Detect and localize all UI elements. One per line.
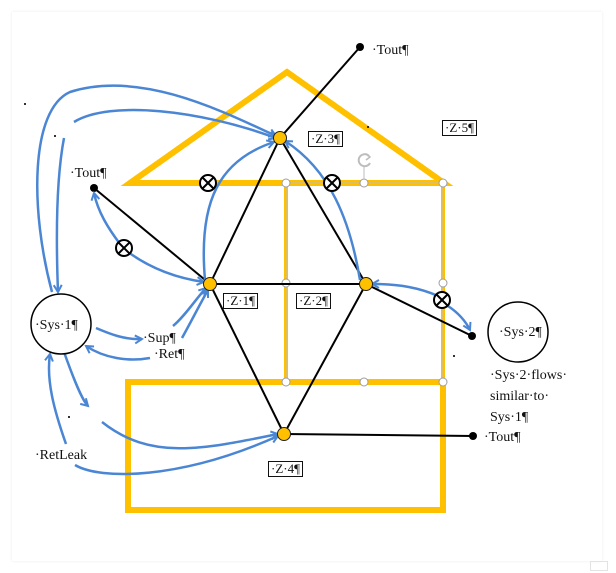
- selection-handle[interactable]: [438, 377, 448, 387]
- link-z4-tout: [283, 433, 474, 437]
- empty-paragraph-mark: [54, 135, 56, 137]
- flow-z2-to-z3: [285, 141, 362, 281]
- flow-tout-z1-valve-a: [94, 193, 122, 245]
- roof-zone-outline: [120, 68, 454, 186]
- flow-ret-from-z1: [180, 290, 210, 339]
- link-z2-sys2: [365, 283, 473, 337]
- system-1-label: ·Sys·1¶: [35, 318, 78, 333]
- valve-icon: [433, 291, 451, 309]
- flow-sys1-to-z3-outer: [36, 84, 276, 293]
- sys2-note-line: Sys·1¶: [490, 410, 529, 425]
- flow-z3-to-sys1-inner: [73, 108, 276, 138]
- flow-z2-from-sys2-valve: [372, 284, 439, 298]
- empty-paragraph-mark: [367, 126, 369, 128]
- flow-valve-to-sys2: [447, 304, 470, 330]
- zone-node-z3[interactable]: [273, 131, 287, 145]
- selection-handle[interactable]: [438, 278, 448, 288]
- zone-label-z3: ·Z·3¶: [308, 131, 343, 147]
- zone-label-z5: ·Z·5¶: [442, 120, 477, 136]
- system-2-label: ·Sys·2¶: [499, 325, 542, 340]
- link-z3-z2: [279, 137, 367, 285]
- supply-label: ·Sup¶: [143, 331, 176, 346]
- sys2-note-line: similar·to·: [490, 389, 550, 404]
- zone-node-z4[interactable]: [277, 427, 291, 441]
- tout-top-endpoint: [356, 43, 364, 51]
- selection-handle[interactable]: [359, 178, 369, 188]
- link-z1-z4: [209, 283, 285, 435]
- zone-label-z1: ·Z·1¶: [223, 293, 258, 309]
- zone-label-z4: ·Z·4¶: [268, 461, 303, 477]
- flow-ret-to-sys1: [86, 346, 151, 361]
- basement-zone-outline: [125, 379, 446, 513]
- flow-sys1-sup: [95, 326, 142, 339]
- tout-top-label: ·Tout¶: [372, 43, 409, 58]
- selection-handle[interactable]: [281, 377, 291, 387]
- selection-handle[interactable]: [281, 178, 291, 188]
- flow-retleak-to-sys1: [49, 354, 68, 445]
- valve-icon: [323, 174, 341, 192]
- selection-handle[interactable]: [438, 178, 448, 188]
- link-z3-z1: [209, 137, 281, 285]
- tout-left-label: ·Tout¶: [70, 166, 107, 181]
- selection-handle[interactable]: [359, 377, 369, 387]
- sys2-note-line: ·Sys·2·flows·: [490, 368, 567, 383]
- flow-to-sys1-inner: [57, 137, 66, 292]
- valve-icon: [115, 239, 133, 257]
- link-z2-z4: [283, 283, 367, 435]
- layout-options-icon[interactable]: [590, 561, 608, 571]
- document-page: [12, 12, 602, 561]
- sys2-note: ·Sys·2·flows· similar·to· Sys·1¶: [490, 365, 567, 428]
- zone-node-z2[interactable]: [359, 277, 373, 291]
- system-1-circle[interactable]: [30, 293, 92, 355]
- empty-paragraph-mark: [68, 416, 70, 418]
- flow-z1-to-z3: [202, 142, 274, 281]
- flow-sys1-to-z4-a: [62, 351, 88, 406]
- flow-sys1-to-z4-b: [101, 421, 278, 450]
- flow-sup-to-z1: [172, 288, 206, 327]
- valve-icon: [199, 174, 217, 192]
- link-z3-tout: [279, 46, 361, 139]
- system-2-circle[interactable]: [487, 301, 549, 363]
- flow-retleak-to-z4: [74, 436, 278, 476]
- rotate-handle-icon[interactable]: [357, 153, 372, 168]
- tout-left-endpoint: [90, 184, 98, 192]
- sys2-endpoint: [468, 332, 476, 340]
- zone-label-z2: ·Z·2¶: [296, 293, 331, 309]
- return-label: ·Ret¶: [154, 347, 185, 362]
- zone-node-z1[interactable]: [203, 277, 217, 291]
- return-leak-label: ·RetLeak: [35, 448, 88, 463]
- link-z1-tout: [93, 187, 211, 285]
- empty-paragraph-mark: [24, 103, 26, 105]
- tout-right-endpoint: [469, 432, 477, 440]
- empty-paragraph-mark: [453, 355, 455, 357]
- flow-tout-z1-valve-b: [127, 250, 204, 282]
- tout-right-label: ·Tout¶: [484, 430, 521, 445]
